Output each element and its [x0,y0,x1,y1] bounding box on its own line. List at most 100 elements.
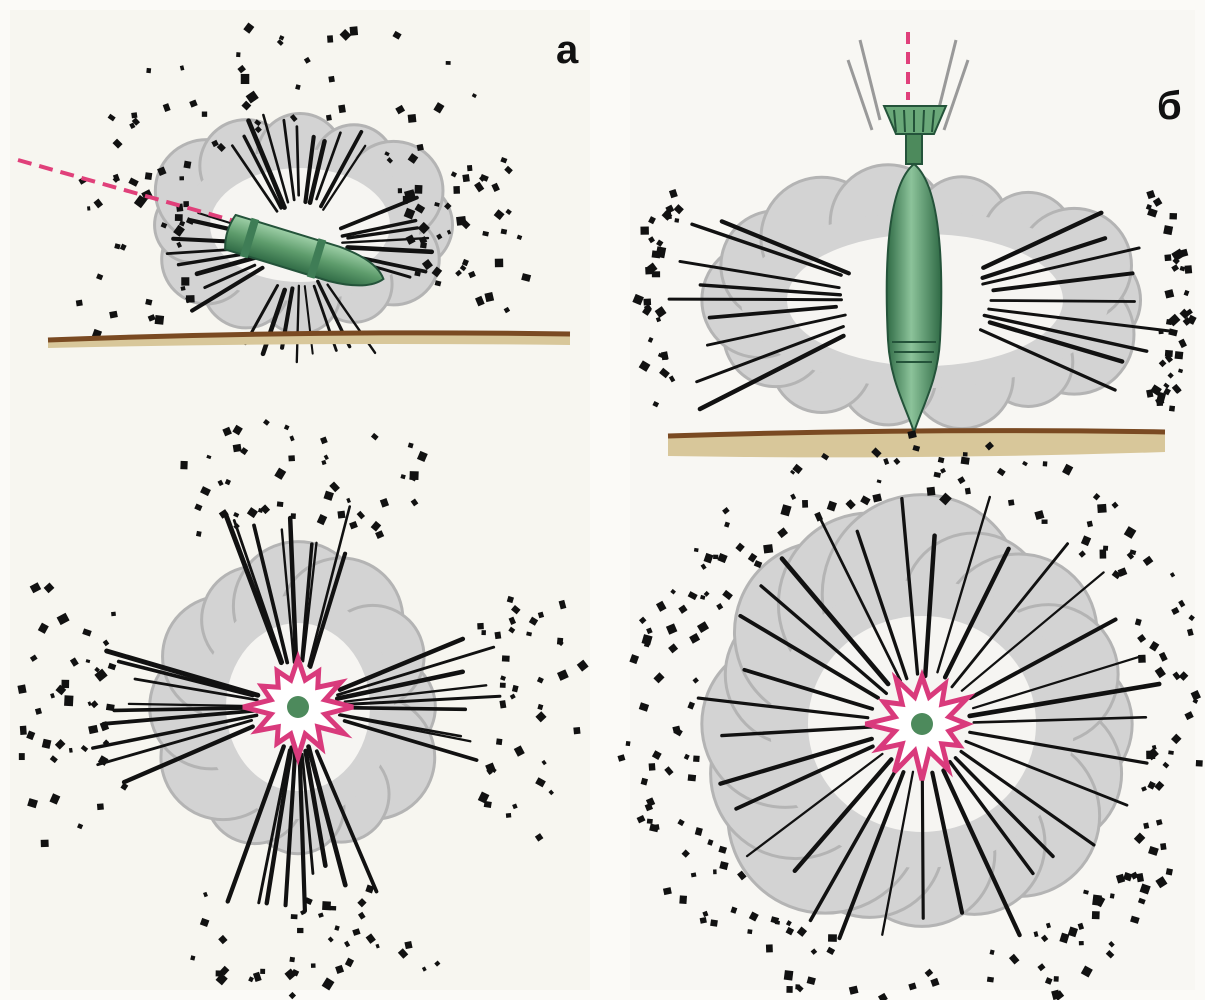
fragment [1160,843,1166,850]
fragment [694,548,699,552]
impact-point-b [911,713,933,735]
fragment [766,944,773,952]
fragment [1163,225,1173,235]
fragment [1042,519,1048,523]
fragment [963,452,968,456]
fragment [179,176,184,180]
fragment [693,755,700,762]
fragment [1008,499,1015,505]
fragment [404,941,412,949]
fragment [679,895,687,904]
fragment [713,869,717,874]
fragment [1092,911,1100,919]
fragment [289,957,295,962]
fragment [557,638,563,645]
fragment [446,61,451,65]
fragment [111,612,116,617]
fragment [330,906,336,911]
fragment [328,76,335,83]
fragment [828,934,837,942]
fragment [241,74,250,84]
fragment [291,914,298,919]
fragment [462,174,470,182]
fragment [1079,941,1084,945]
fragment [573,727,580,734]
fragment [236,52,240,57]
fragment [713,555,718,560]
fragment [398,188,402,193]
fragment-ray [114,708,250,711]
fragment [326,115,332,121]
fragment [97,803,104,810]
fragment [1164,254,1171,261]
fragment-ray [341,708,465,710]
fragment [626,741,631,746]
fragment [186,295,195,302]
fragment [649,763,656,771]
fragment [337,511,345,519]
fragment [710,919,718,926]
fragment [327,35,333,43]
panel-label-a: а [556,30,578,70]
fragment [146,68,151,73]
fragment [175,214,183,221]
fragment [802,500,808,508]
fragment [288,455,295,461]
fragment [297,928,303,933]
fragment [415,185,423,194]
fragment [19,753,25,760]
fragment [1054,976,1059,982]
fragment [338,105,346,114]
fragment-ray [922,776,923,918]
fragment [456,216,466,226]
fragment [1196,760,1203,767]
fragment [453,186,460,194]
fragment [196,531,202,537]
fragment [69,748,73,753]
fragment [145,172,153,180]
impact-point-a [287,696,309,718]
fragment [662,355,668,359]
fragment [500,683,506,688]
fragment [1043,461,1048,466]
fragment [1146,751,1155,760]
fragment [640,227,649,235]
fragment [506,813,511,818]
fragment [763,544,773,553]
panel-label-b: б [1157,86,1182,126]
fragment [747,929,752,934]
fragment [350,26,359,35]
fragment [180,461,187,469]
fragment [1168,750,1174,754]
fragment [202,112,207,117]
fragment [688,774,697,781]
fragment [417,144,424,151]
fragment-ray [669,299,841,300]
fragment [183,161,191,169]
fragment [1165,350,1173,357]
fragment [1185,265,1193,274]
fragment [408,114,417,123]
fragment [647,819,653,824]
fragment-ray [991,301,1135,302]
fragment [795,984,799,989]
fragment [20,726,27,735]
fragment [784,970,794,980]
fragment [652,271,660,277]
fragment [965,488,971,495]
fragment [17,684,26,694]
fragment [155,315,165,325]
fragment [322,901,331,910]
fragment [495,259,503,268]
fragment [927,487,936,496]
fragment [502,655,510,661]
fragment [420,242,427,248]
fragment [481,630,486,635]
fragment [494,632,501,640]
fragment [64,695,73,706]
fragment [1097,504,1107,513]
fragment [1100,550,1107,559]
fragment [260,969,265,974]
fragment [1166,868,1173,875]
